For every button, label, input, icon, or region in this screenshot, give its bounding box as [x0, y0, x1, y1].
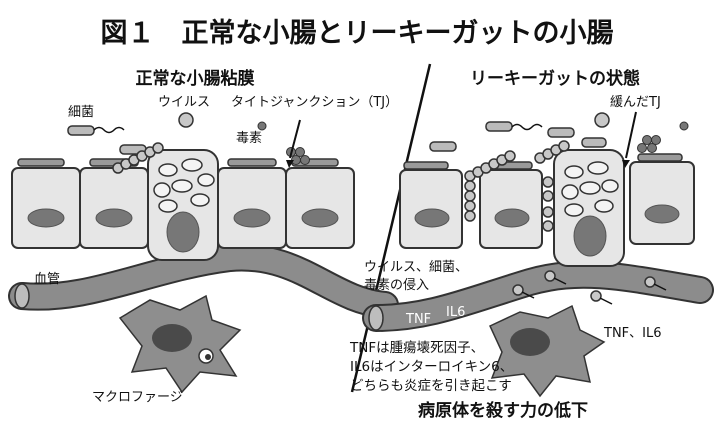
nucleus	[414, 208, 450, 228]
panel-divider	[350, 63, 432, 393]
epithelial-cell	[629, 161, 695, 245]
note-line-2: IL6はインターロイキン6、	[350, 359, 513, 375]
goblet-nucleus	[166, 211, 200, 253]
conclusion-text: 病原体を殺す力の低下	[418, 400, 588, 421]
epithelial-cell	[285, 167, 355, 249]
label-loose-tj: 緩んだTJ	[610, 95, 661, 110]
toxin-cluster	[637, 135, 661, 153]
note-line-3: どちらも炎症を引き起こす	[350, 378, 512, 394]
bead-chain	[464, 140, 570, 232]
nucleus	[301, 208, 339, 228]
macrophage	[489, 304, 606, 398]
vessel-end-left	[14, 283, 30, 309]
label-blood-vessel: 血管	[34, 272, 60, 287]
virus	[594, 112, 610, 128]
left-panel: 細菌 ウイルス タイトジャンクション（TJ） 毒素 血管 マクロファージ	[8, 95, 399, 405]
loose-tj-arrow	[625, 111, 637, 159]
vessel-end-right	[368, 305, 384, 331]
bacterium	[581, 137, 607, 148]
epithelial-cell	[217, 167, 287, 249]
goblet-nucleus	[573, 215, 607, 257]
toxin	[257, 121, 267, 131]
label-tight-junction: タイトジャンクション（TJ）	[231, 95, 398, 110]
label-invasion-1: ウイルス、細菌、	[364, 260, 468, 275]
goblet-cell	[553, 149, 625, 267]
tight-junction	[403, 161, 449, 170]
nucleus	[644, 204, 680, 224]
tight-junction	[227, 158, 277, 167]
toxin-cluster	[286, 147, 310, 165]
label-virus: ウイルス	[158, 95, 210, 110]
label-macrophage: マクロファージ	[92, 390, 183, 405]
cytokine-particles	[512, 270, 667, 305]
epithelial-cell	[11, 167, 81, 249]
right-panel-heading: リーキーガットの状態	[470, 68, 640, 89]
tj-arrow	[289, 119, 301, 159]
tight-junction	[637, 153, 683, 162]
right-panel: TNF IL6	[349, 95, 714, 421]
mucus-granules	[153, 158, 215, 213]
nucleus	[233, 208, 271, 228]
bead-chain	[112, 142, 164, 174]
bacterium	[429, 141, 457, 152]
nucleus	[27, 208, 65, 228]
label-invasion-2: 毒素の侵入	[364, 277, 429, 293]
vessel-label-tnf: TNF	[405, 312, 431, 327]
nucleus	[95, 208, 133, 228]
label-bacteria: 細菌	[68, 105, 94, 120]
macrophage-nucleus	[510, 328, 550, 356]
figure-title: 図１ 正常な小腸とリーキーガットの小腸	[101, 18, 614, 49]
bacterium	[547, 127, 575, 138]
label-cytokines: TNF、IL6	[603, 326, 662, 341]
macrophage-nucleus	[152, 324, 192, 352]
vessel-label-il6: IL6	[446, 305, 465, 320]
note-line-1: TNFは腫瘍壊死因子、	[349, 339, 484, 356]
bacterium	[67, 125, 95, 136]
left-panel-heading: 正常な小腸粘膜	[136, 68, 255, 89]
label-toxin: 毒素	[236, 131, 262, 146]
virus	[178, 112, 194, 128]
tight-junction	[17, 158, 65, 167]
toxin	[679, 121, 689, 131]
nucleus	[494, 208, 530, 228]
mucus-granules	[561, 161, 619, 217]
epithelial-cell	[79, 167, 149, 249]
bacterium	[485, 121, 513, 132]
